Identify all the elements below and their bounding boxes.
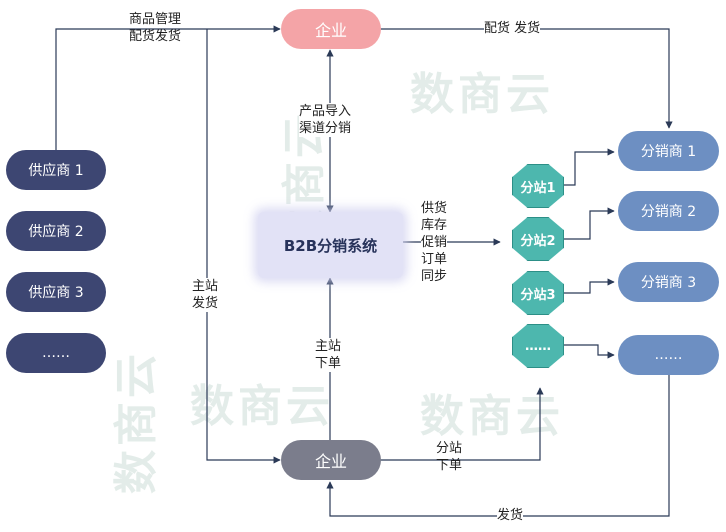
- supplier-node: 供应商 3: [6, 272, 106, 312]
- distributor-node: 分销商 1: [618, 131, 719, 171]
- watermark: 数商云: [190, 381, 334, 432]
- supplier-node: 供应商 1: [6, 150, 106, 190]
- substation-node: ……: [512, 324, 564, 368]
- enterprise-node-bottom: 企业: [281, 440, 381, 480]
- label-main-ship: 主站发货: [192, 278, 219, 312]
- watermark: 数商云: [410, 69, 554, 120]
- label-sync: 供货库存促销订单同步: [421, 200, 448, 285]
- label-goods-mgmt: 商品管理配货发货: [129, 12, 182, 44]
- b2b-system-node: B2B分销系统: [258, 212, 403, 278]
- label-main-order: 主站下单: [315, 338, 342, 372]
- substation-node: 分站1: [512, 164, 564, 208]
- label-ship-bottom: 发货: [497, 507, 524, 524]
- supplier-node: ……: [6, 333, 106, 373]
- distributor-node: 分销商 3: [618, 262, 719, 302]
- label-sub-order: 分站下单: [436, 441, 463, 473]
- watermark: 数商云: [420, 391, 564, 442]
- substation-node: 分站2: [512, 217, 564, 261]
- substation-node: 分站3: [512, 271, 564, 315]
- label-import-channel: 产品导入渠道分销: [299, 103, 352, 137]
- enterprise-node-top: 企业: [281, 9, 381, 49]
- supplier-node: 供应商 2: [6, 211, 106, 251]
- distributor-node: 分销商 2: [618, 191, 719, 231]
- label-cfg-ship: 配货 发货: [484, 20, 541, 37]
- distributor-node: ……: [618, 335, 719, 375]
